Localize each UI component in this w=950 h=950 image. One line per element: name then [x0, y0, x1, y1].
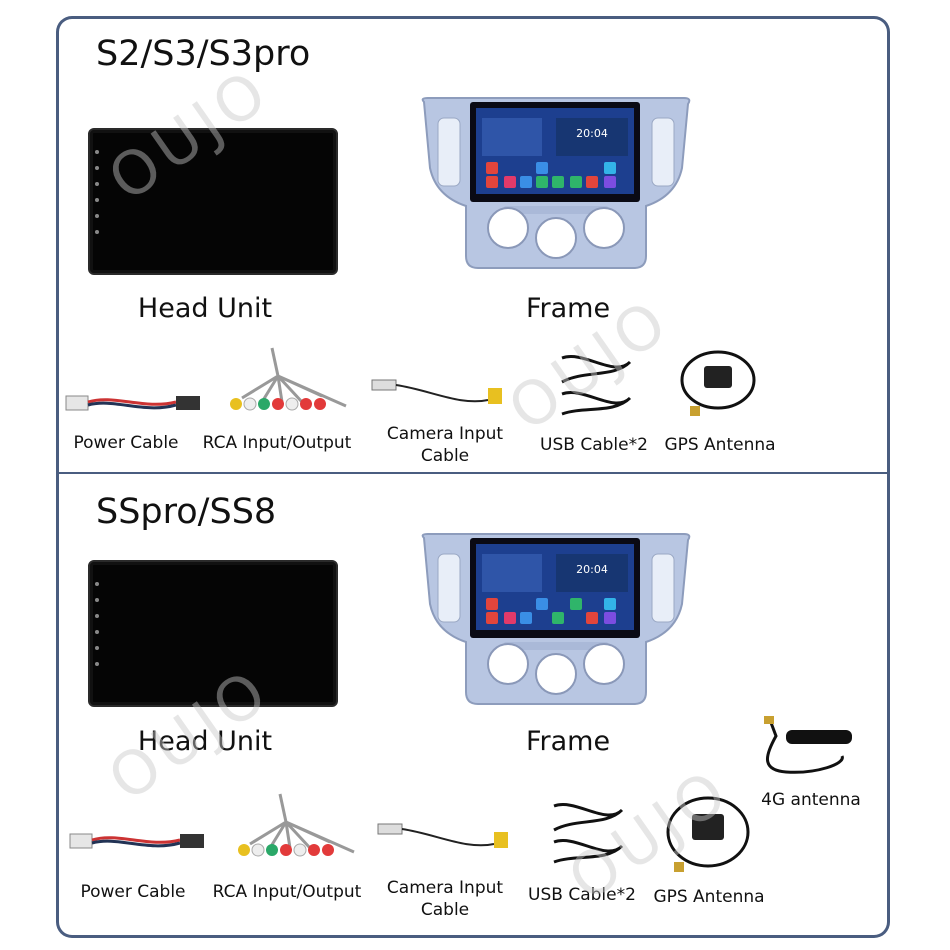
camera-cable-label-line1: Camera Input — [386, 424, 504, 444]
camera-cable-image — [371, 379, 502, 404]
camera-cable-label-line2: Cable — [420, 900, 470, 920]
power-cable-image — [69, 833, 204, 849]
section-title: SSpro/SS8 — [96, 492, 277, 532]
camera-cable-image — [377, 823, 508, 848]
head-unit-image — [88, 560, 338, 707]
rca-label: RCA Input/Output — [212, 882, 362, 902]
section-title: S2/S3/S3pro — [96, 34, 311, 74]
gps-antenna-image — [666, 796, 750, 872]
gps-antenna-image — [680, 350, 756, 416]
gps-antenna-label: GPS Antenna — [664, 435, 776, 455]
head-unit-label: Head Unit — [137, 293, 273, 324]
rca-label: RCA Input/Output — [202, 433, 352, 453]
power-cable-label: Power Cable — [80, 882, 186, 902]
camera-cable-label: Camera Input Cable — [380, 877, 510, 921]
clock-text: 20:04 — [576, 563, 608, 576]
frame-image: 20:04 — [421, 97, 691, 269]
power-cable-image — [65, 395, 200, 411]
usb-cable-image — [561, 355, 632, 416]
frame-label: Frame — [525, 726, 611, 757]
power-cable-label: Power Cable — [73, 433, 179, 453]
clock-text: 20:04 — [576, 127, 608, 140]
head-unit-label: Head Unit — [137, 726, 273, 757]
usb-cable-label: USB Cable*2 — [528, 885, 636, 905]
camera-cable-label-line2: Cable — [420, 446, 470, 466]
gps-antenna-label: GPS Antenna — [653, 887, 765, 907]
rca-cable-image — [238, 793, 355, 857]
frame-image: 20:04 — [421, 533, 691, 705]
usb-cable-label: USB Cable*2 — [540, 435, 648, 455]
head-unit-image — [88, 128, 338, 275]
frame-label: Frame — [525, 293, 611, 324]
camera-cable-label-line1: Camera Input — [386, 878, 504, 898]
usb-cable-image — [553, 803, 624, 864]
antenna-4g-label: 4G antenna — [761, 790, 861, 810]
antenna-4g-image — [764, 716, 852, 774]
camera-cable-label: Camera Input Cable — [380, 423, 510, 467]
rca-cable-image — [230, 347, 347, 411]
